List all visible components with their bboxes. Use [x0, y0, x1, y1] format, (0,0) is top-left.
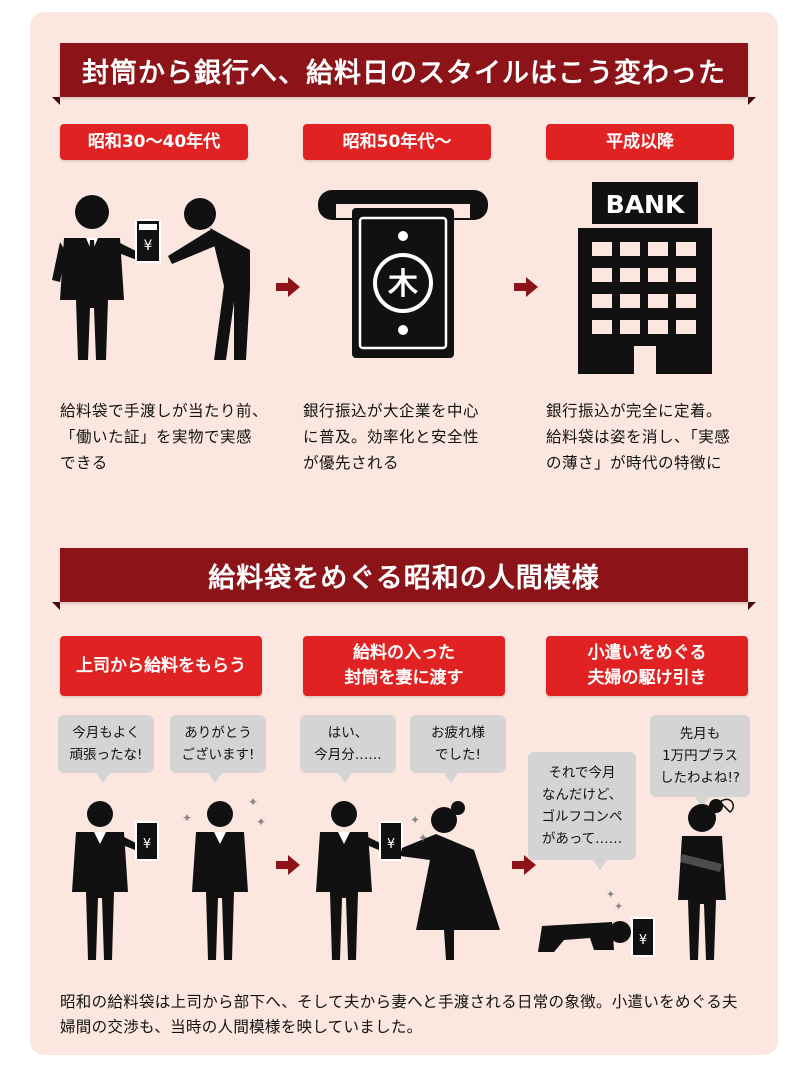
- section-title-banner: 給料袋をめぐる昭和の人間模様: [60, 548, 748, 602]
- handing-envelope-illustration: ¥: [52, 195, 250, 360]
- boss-and-employee-illustration: ¥ ✦ ✦ ✦: [72, 795, 266, 960]
- salary-envelope-icon: [379, 821, 403, 861]
- svg-text:木: 木: [387, 267, 418, 302]
- salary-envelope-icon: [631, 917, 655, 957]
- section-title: 封筒から銀行へ、給料日のスタイルはこう変わった: [82, 57, 726, 89]
- era-description: 給料袋で手渡しが当たり前、 「働いた証」を実物で実感 できる: [60, 402, 269, 472]
- scene-label-text: 給料の入った 封筒を妻に渡す: [344, 643, 464, 688]
- scene-label-text: 小遣いをめぐる 夫婦の駆け引き: [587, 643, 707, 688]
- speech-bubble: はい、 今月分……: [300, 715, 396, 783]
- bank-sign-text: BANK: [606, 190, 686, 219]
- speech-bubble: ありがとう ございます!: [170, 715, 266, 783]
- bank-building-illustration: BANK: [578, 182, 712, 374]
- kneeling-husband: [538, 922, 614, 952]
- era-label-text: 昭和30〜40年代: [87, 131, 221, 152]
- banner-fold-left: [52, 97, 60, 105]
- footer-summary: 昭和の給料袋は上司から部下へ、そして夫から妻へと手渡される日常の象徴。小遣いをめ…: [60, 993, 738, 1036]
- worker-body: [210, 228, 250, 360]
- arrow-right-icon: [276, 855, 300, 875]
- era-label-text: 昭和50年代〜: [342, 131, 452, 152]
- svg-text:✦: ✦: [410, 813, 420, 827]
- svg-text:✦: ✦: [614, 900, 623, 913]
- scene-label-allowance: 小遣いをめぐる 夫婦の駆け引き: [546, 636, 748, 696]
- era-label-showa-50: 昭和50年代〜: [303, 124, 491, 160]
- arrow-right-icon: [276, 277, 300, 297]
- svg-text:✦: ✦: [182, 811, 192, 825]
- scene-label-boss-pays: 上司から給料をもらう: [60, 636, 262, 696]
- worker-head: [184, 198, 216, 230]
- banner-fold-right: [748, 97, 756, 105]
- svg-text:¥: ¥: [143, 837, 151, 852]
- salary-envelope-icon: [135, 821, 159, 861]
- boss-body: [60, 238, 124, 360]
- scene-label-hand-to-wife: 給料の入った 封筒を妻に渡す: [303, 636, 505, 696]
- svg-text:¥: ¥: [387, 837, 395, 852]
- svg-text:✦: ✦: [606, 888, 615, 901]
- svg-text:✦: ✦: [256, 815, 266, 829]
- svg-text:¥: ¥: [639, 933, 647, 948]
- speech-bubble: お疲れ様 でした!: [410, 715, 506, 783]
- kneeling-husband-and-wife-illustration: ✦✦ ¥: [538, 798, 734, 960]
- section-title: 給料袋をめぐる昭和の人間模様: [208, 562, 600, 594]
- era-label-heisei: 平成以降: [546, 124, 734, 160]
- section-title-banner: 封筒から銀行へ、給料日のスタイルはこう変わった: [60, 43, 748, 97]
- era-description: 銀行振込が完全に定着。 給料袋は姿を消し、「実感 の薄さ」が時代の特徴に: [546, 402, 731, 472]
- bank-sign: [592, 182, 698, 224]
- husband-and-wife-illustration: ¥ ✦ ✦: [316, 801, 500, 960]
- steam-icon: [718, 798, 734, 813]
- standing-wife: [678, 836, 726, 960]
- svg-text:✦: ✦: [248, 795, 258, 809]
- boss-head: [75, 195, 109, 229]
- speech-bubble: 今月もよく 頑張ったな!: [58, 715, 154, 783]
- arrow-right-icon: [512, 855, 536, 875]
- scene-label-text: 上司から給料をもらう: [76, 655, 246, 676]
- arrow-right-icon: [514, 277, 538, 297]
- speech-bubble: 先月も 1万円プラス したわよね!?: [650, 715, 750, 807]
- svg-text:✦: ✦: [418, 831, 428, 845]
- banner-fold-left: [52, 602, 60, 610]
- era-label-showa-30-40: 昭和30〜40年代: [60, 124, 248, 160]
- speech-bubble: それで今月 なんだけど、 ゴルフコンペ があって……: [528, 752, 636, 870]
- banner-fold-right: [748, 602, 756, 610]
- atm-cash-illustration: 木: [318, 190, 488, 358]
- yen-mark: ¥: [144, 238, 153, 254]
- era-description: 銀行振込が大企業を中心 に普及。効率化と安全性 が優先される: [303, 402, 480, 472]
- era-label-text: 平成以降: [606, 131, 674, 152]
